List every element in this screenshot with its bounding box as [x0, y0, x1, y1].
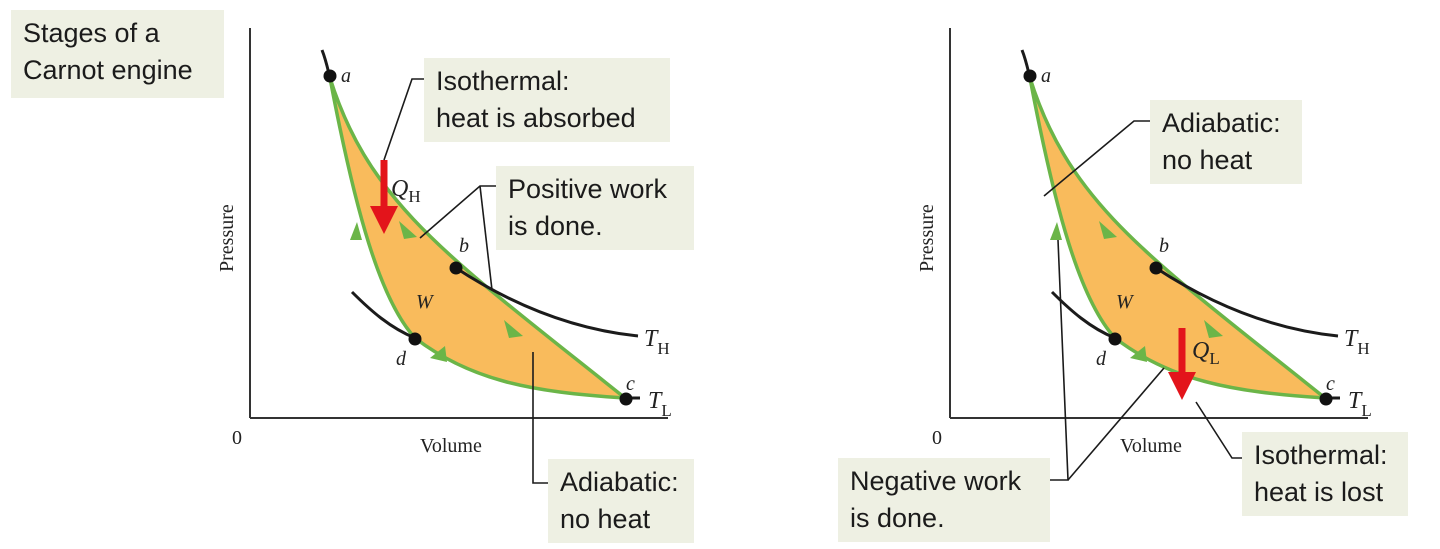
- right-point-c: [1319, 392, 1333, 406]
- left-point-a: [323, 69, 337, 83]
- right-cycle-area: [1028, 77, 1331, 401]
- title-box: Stages of a Carnot engine: [11, 10, 224, 98]
- right-flow-arrow-bc: [1204, 320, 1223, 338]
- right-flow-arrow-cd: [1130, 346, 1147, 362]
- right-diagram: 0 Volume Pressure a b c d W TH TL QL: [916, 28, 1372, 481]
- right-callout-work: Negative work is done.: [838, 458, 1050, 542]
- right-point-a-label: a: [1041, 65, 1051, 87]
- right-xlabel: Volume: [1120, 435, 1182, 457]
- left-point-b-label: b: [459, 235, 469, 257]
- right-point-c-label: c: [1326, 373, 1335, 395]
- left-flow-arrow-ab: [399, 221, 417, 239]
- right-tl-label: TL: [1348, 388, 1372, 420]
- right-origin: 0: [932, 427, 942, 449]
- right-point-b: [1149, 261, 1163, 275]
- right-flow-arrow-da: [1050, 222, 1062, 240]
- left-callout-isothermal: Isothermal: heat is absorbed: [424, 58, 670, 142]
- left-leader-work-2: [479, 185, 493, 291]
- right-point-b-label: b: [1159, 235, 1169, 257]
- left-cycle-area: [328, 77, 631, 401]
- left-isotherm-hot-ext: [455, 266, 639, 338]
- right-point-d-label: d: [1096, 348, 1107, 370]
- right-isotherm-hot-ext: [1155, 266, 1339, 338]
- right-point-d: [1108, 332, 1122, 346]
- left-point-c: [619, 392, 633, 406]
- right-callout-adiabatic: Adiabatic: no heat: [1150, 100, 1302, 184]
- left-heat-label: QH: [391, 176, 421, 206]
- left-isotherm-cold: [350, 290, 416, 340]
- right-leader-adiabatic: [1043, 120, 1154, 197]
- right-leader-work-2: [1067, 367, 1165, 481]
- left-work-label: W: [416, 291, 435, 313]
- right-isotherm-cold: [1050, 290, 1116, 340]
- left-xlabel: Volume: [420, 435, 482, 457]
- left-flow-arrow-cd: [430, 346, 447, 362]
- left-callout-adiabatic: Adiabatic: no heat: [548, 459, 694, 543]
- left-ylabel: Pressure: [216, 204, 238, 272]
- right-heat-label: QL: [1192, 338, 1220, 368]
- left-point-d-label: d: [396, 348, 407, 370]
- right-callout-isothermal: Isothermal: heat is lost: [1242, 432, 1408, 516]
- left-point-b: [449, 261, 463, 275]
- left-point-a-label: a: [341, 65, 351, 87]
- right-th-label: TH: [1344, 326, 1370, 358]
- left-callout-work: Positive work is done.: [496, 166, 694, 250]
- right-leader-isothermal: [1195, 401, 1246, 459]
- left-point-c-label: c: [626, 373, 635, 395]
- left-diagram: 0 Volume Pressure a b c d W TH TL QH: [216, 28, 672, 484]
- right-point-a: [1023, 69, 1037, 83]
- right-flow-arrow-ab: [1099, 221, 1117, 239]
- right-work-label: W: [1116, 291, 1135, 313]
- left-leader-adiabatic: [532, 352, 552, 484]
- right-leader-work-1: [1046, 239, 1069, 481]
- left-point-d: [408, 332, 422, 346]
- left-leader-isothermal: [383, 78, 428, 161]
- left-flow-arrow-da: [350, 222, 362, 240]
- right-ylabel: Pressure: [916, 204, 938, 272]
- left-flow-arrow-bc: [504, 320, 523, 338]
- left-origin: 0: [232, 427, 242, 449]
- left-tl-label: TL: [648, 388, 672, 420]
- left-th-label: TH: [644, 326, 670, 358]
- left-leader-work-1: [419, 185, 500, 239]
